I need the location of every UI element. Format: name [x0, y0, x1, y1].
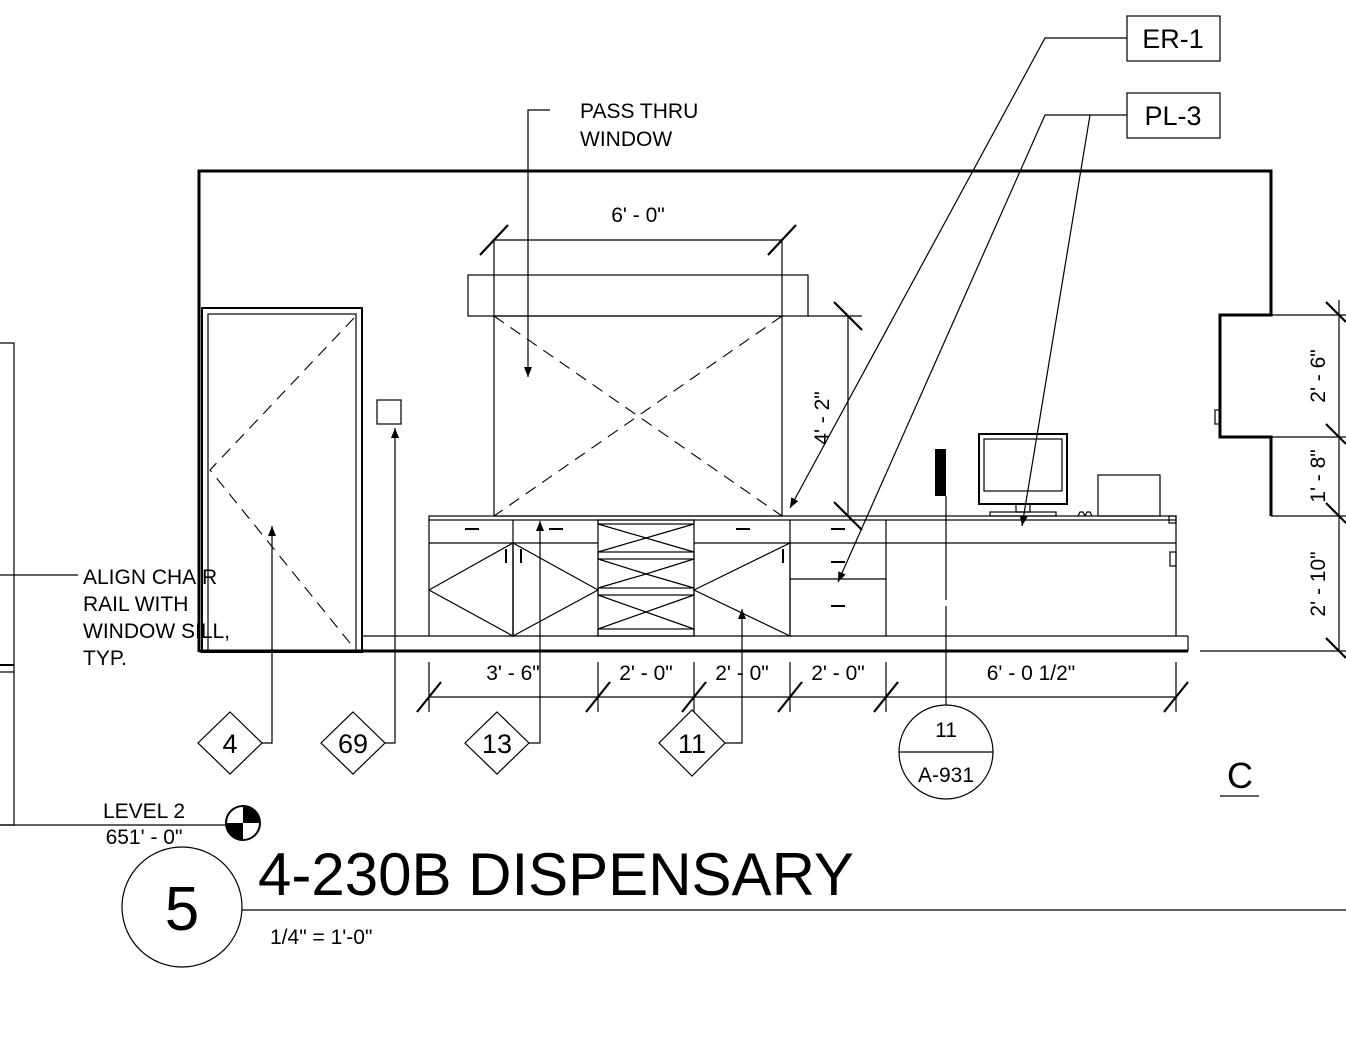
- wall-mounted-item: [935, 449, 946, 496]
- keynote-11: 11: [658, 709, 726, 777]
- svg-text:WINDOW: WINDOW: [580, 128, 672, 151]
- svg-text:69: 69: [338, 729, 368, 759]
- dim-bottom-2: 2' - 0": [619, 662, 672, 685]
- level-name: LEVEL 2: [103, 800, 185, 823]
- level-datum-icon: [225, 805, 261, 841]
- dim-right-3: 2' - 10": [1307, 551, 1330, 616]
- wall-device-box: [376, 399, 402, 425]
- note-pass-thru-window: PASS THRU WINDOW: [580, 100, 698, 151]
- keynote-leaders: [262, 109, 947, 744]
- wall-outline: [197, 169, 1346, 653]
- keynote-4: 4: [197, 711, 263, 775]
- svg-text:PL-3: PL-3: [1144, 101, 1201, 131]
- svg-text:11: 11: [678, 729, 706, 759]
- keynote-13: 13: [464, 711, 530, 775]
- callout-sheet: A-931: [918, 764, 974, 787]
- section-callout: 11 A-931: [898, 704, 994, 800]
- dim-bottom-3: 2' - 0": [715, 662, 768, 685]
- svg-text:TYP.: TYP.: [83, 647, 127, 670]
- material-tag-pl-3: PL-3: [1126, 92, 1221, 139]
- printer: [1097, 474, 1161, 517]
- small-counter-item: [1077, 511, 1093, 517]
- dimension-labels: 6' - 0" 4' - 2" 3' - 6" 2' - 0" 2' - 0" …: [486, 204, 1330, 685]
- svg-text:13: 13: [482, 729, 512, 759]
- view-scale: 1/4" = 1'-0": [270, 926, 372, 949]
- dim-right-1: 2' - 6": [1307, 349, 1330, 402]
- level-elevation: 651' - 0": [106, 826, 183, 849]
- monitor: [978, 433, 1068, 517]
- dim-window-height: 4' - 2": [811, 391, 834, 444]
- svg-text:ER-1: ER-1: [1142, 24, 1204, 54]
- elevation-mark: C: [1220, 755, 1259, 797]
- material-leaders: [789, 37, 1127, 583]
- dim-bottom-1: 3' - 6": [486, 662, 539, 685]
- view-title: 5 4-230B DISPENSARY 1/4" = 1'-0": [121, 841, 1346, 968]
- svg-text:RAIL WITH: RAIL WITH: [83, 593, 188, 616]
- material-tag-er-1: ER-1: [1126, 15, 1221, 62]
- svg-text:C: C: [1227, 755, 1253, 796]
- svg-text:ALIGN CHAIR: ALIGN CHAIR: [83, 566, 217, 589]
- dim-right-2: 1' - 8": [1307, 449, 1330, 502]
- countertop: [428, 515, 1177, 521]
- view-number: 5: [165, 875, 199, 944]
- dim-bottom-4: 2' - 0": [811, 662, 864, 685]
- dim-window-width: 6' - 0": [611, 204, 664, 227]
- level-marker: LEVEL 2 651' - 0": [90, 800, 261, 849]
- keynote-69: 69: [320, 711, 386, 775]
- pass-thru-window: [467, 274, 809, 517]
- note-chair-rail: ALIGN CHAIR RAIL WITH WINDOW SILL, TYP.: [83, 566, 230, 670]
- window-header: [467, 274, 809, 317]
- adjacent-elevation-fragment: [0, 342, 90, 826]
- svg-text:PASS THRU: PASS THRU: [580, 100, 698, 123]
- door: [201, 307, 363, 653]
- dim-bottom-5: 6' - 0 1/2": [987, 662, 1076, 685]
- svg-text:4: 4: [222, 729, 237, 759]
- view-name: 4-230B DISPENSARY: [258, 841, 854, 908]
- casework: [427, 515, 1189, 651]
- dimension-lines: [416, 224, 1346, 713]
- callout-detail-number: 11: [935, 719, 957, 742]
- svg-text:WINDOW SILL,: WINDOW SILL,: [83, 620, 230, 643]
